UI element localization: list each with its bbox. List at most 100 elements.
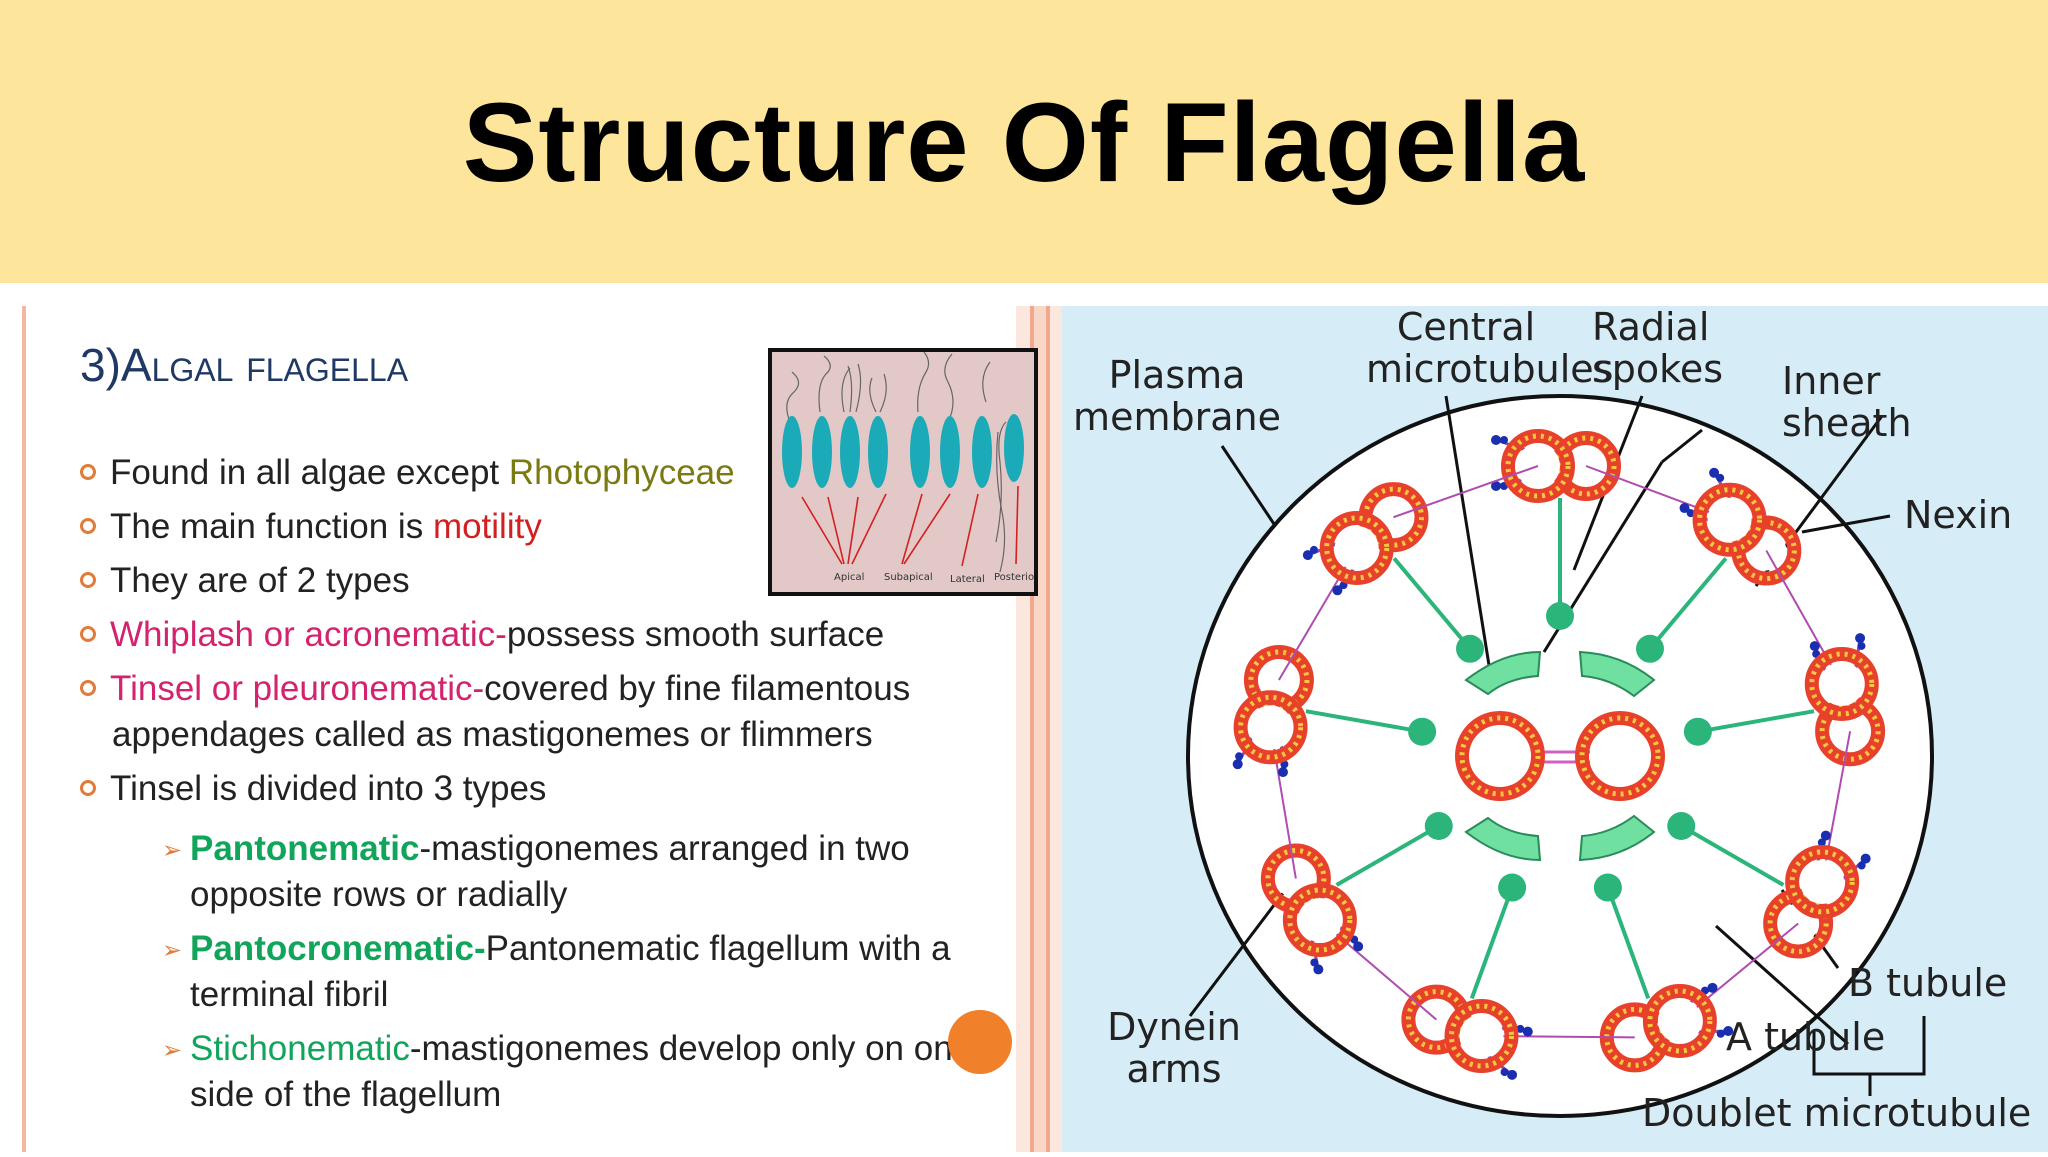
label-b-tubule: B tubule (1848, 961, 2008, 1005)
dynein-head (1809, 641, 1820, 652)
subitem-highlight: Pantonematic (190, 829, 420, 868)
subitem-highlight: Pantocronematic- (190, 929, 486, 968)
dynein-head (1491, 435, 1501, 445)
dynein-head (1516, 1024, 1525, 1033)
label-dynein-arms: Dynein arms (1107, 1005, 1241, 1091)
radial-spoke (1335, 824, 1440, 887)
bullet-highlight: Whiplash or acronematic- (110, 615, 507, 654)
dynein-head (1707, 982, 1718, 993)
subitem-3-continued: side of the flagellum (190, 1072, 501, 1118)
thumbnail-label-posterior: Posterior (994, 572, 1034, 583)
doublet-microtubule (1679, 467, 1843, 685)
slide-heading-text: 3)Algal flagella (80, 339, 409, 391)
dynein-head (1310, 958, 1319, 967)
dynein-head (1857, 861, 1866, 870)
dynein-head (1723, 1026, 1734, 1037)
page-title: Structure Of Flagella (462, 80, 1586, 205)
a-tubule (1785, 844, 1860, 919)
subitem-2-continued: terminal fibril (190, 972, 388, 1018)
doublet-microtubule (1481, 982, 1734, 1073)
dynein-head (1686, 509, 1695, 518)
a-tubule (1642, 983, 1717, 1058)
a-tubule (1233, 690, 1308, 765)
bullet-3: They are of 2 types (80, 558, 410, 604)
dynein-head (1309, 545, 1318, 554)
bullet-dot-icon (80, 779, 96, 796)
bullet-text: possess smooth surface (506, 615, 885, 654)
thumbnail-label-apical: Apical (834, 572, 864, 583)
radial-spokes (1305, 498, 1815, 1000)
inner-sheath (1464, 816, 1542, 862)
subitem-text: terminal fibril (190, 975, 389, 1014)
bullet-5: Tinsel or pleuronematic-covered by fine … (80, 666, 910, 712)
bullet-text: Tinsel is divided into 3 types (110, 769, 547, 808)
bullet-dot-icon (80, 517, 96, 534)
a-tubule (1444, 999, 1519, 1074)
thumbnail-label-subapical: Subapical (884, 572, 933, 583)
central-microtubule (1575, 711, 1665, 801)
a-tubule (1319, 510, 1394, 585)
doublet-bracket (1812, 1016, 1926, 1096)
orange-marker (948, 1010, 1012, 1074)
spoke-head (1593, 873, 1622, 902)
bullet-2: The main function is motility (80, 504, 542, 550)
bullet-dot-icon (80, 679, 96, 696)
radial-spoke (1697, 709, 1815, 734)
subitem-text: opposite rows or radially (190, 875, 568, 914)
bullet-text: covered by fine filamentous (484, 669, 911, 708)
dynein-head (1857, 641, 1866, 650)
a-tubule (1804, 646, 1879, 721)
dynein-head (1679, 503, 1690, 514)
label-nexin: Nexin (1904, 493, 2013, 537)
flagella-types-illustration: Apical Subapical Lateral Posterior (782, 351, 1039, 585)
title-banner: Structure Of Flagella (0, 0, 2048, 283)
dynein-head (1235, 752, 1244, 761)
flagella-types-thumbnail: Apical Subapical Lateral Posterior (768, 348, 1039, 596)
dynein-head (1817, 838, 1826, 847)
doublet-microtubule (1679, 830, 1871, 1022)
spoke-head (1667, 812, 1696, 840)
subitem-1-continued: opposite rows or radially (190, 872, 567, 918)
spoke-head (1546, 602, 1574, 630)
radial-spoke (1392, 557, 1472, 651)
dynein-head (1232, 759, 1243, 770)
radial-spoke (1648, 557, 1728, 651)
inner-sheath (1578, 650, 1656, 698)
bullet-text: The main function is (110, 507, 433, 546)
radial-spoke (1469, 886, 1514, 1000)
slide-heading: 3)Algal flagella (80, 338, 408, 392)
central-microtubule (1455, 711, 1545, 801)
flagellum-cross-section-panel: Central microtubules Radial spokes Plasm… (1062, 306, 2048, 1152)
doublet-microtubule (1319, 919, 1533, 1080)
radial-spoke (1680, 824, 1785, 887)
thumbnail-label-lateral: Lateral (950, 574, 985, 585)
dynein-head (1302, 550, 1313, 561)
dynein-head (1716, 473, 1725, 482)
inner-sheath (1578, 814, 1656, 862)
spoke-head (1498, 873, 1527, 902)
bullet-text: Found in all algae except (110, 453, 509, 492)
bullet-highlight: Tinsel or pleuronematic- (110, 669, 485, 708)
a-tubule (1692, 482, 1767, 557)
bullet-highlight: Rhotophyceae (508, 453, 735, 492)
dynein-head (1332, 585, 1343, 596)
dynein-head (1491, 481, 1501, 491)
bullet-text: appendages called as mastigonemes or fli… (112, 715, 873, 754)
a-tubule (1282, 883, 1357, 958)
subitem-3: ➢Stichonematic-mastigonemes develop only… (162, 1026, 972, 1072)
dynein-head (1709, 467, 1720, 478)
arrow-bullet-icon: ➢ (162, 937, 183, 964)
bullet-dot-icon (80, 571, 96, 588)
subitem-text: side of the flagellum (190, 1075, 502, 1114)
doublet-microtubule (1804, 633, 1886, 883)
arrow-bullet-icon: ➢ (162, 1037, 183, 1064)
central-pair (1455, 650, 1665, 862)
inner-sheath (1464, 650, 1542, 696)
dynein-head (1820, 830, 1831, 841)
dynein-head (1507, 1069, 1518, 1080)
dynein-head (1855, 633, 1866, 644)
dynein-head (1500, 1068, 1509, 1077)
bullet-1: Found in all algae except Rhotophyceae (80, 450, 735, 496)
subitem-text: Pantonematic flagellum with a (485, 929, 951, 968)
bullet-dot-icon (80, 625, 96, 642)
